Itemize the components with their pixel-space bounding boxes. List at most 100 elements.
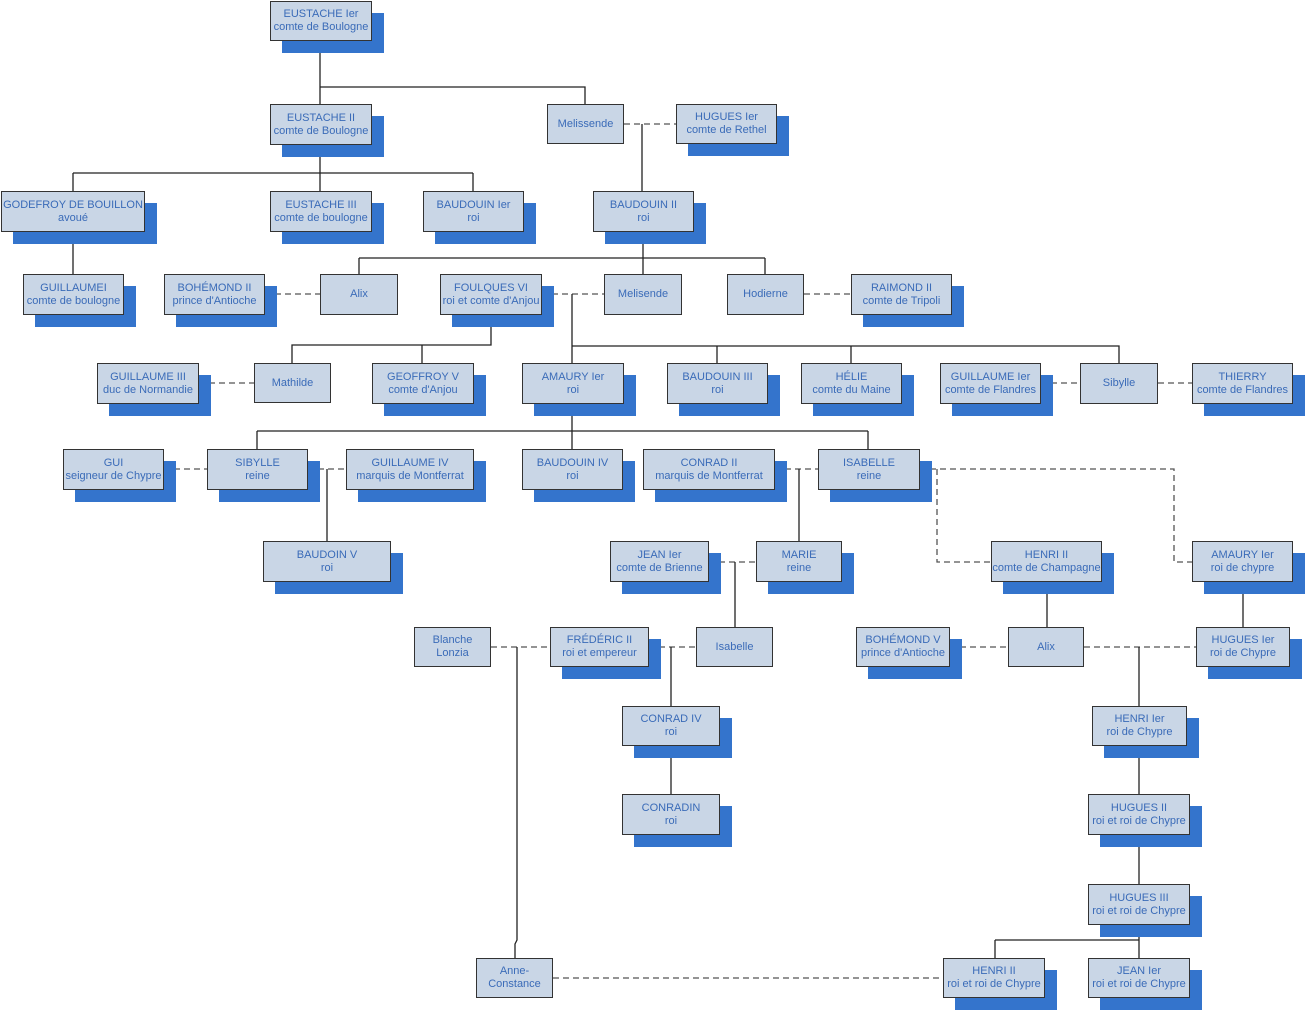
person-name: Alix	[1037, 640, 1055, 653]
person-title: roi	[711, 383, 724, 396]
descent-line	[572, 345, 1120, 363]
person-name: SIBYLLE	[235, 456, 280, 469]
person-title: Lonzia	[436, 647, 469, 659]
person-title: roi	[467, 211, 480, 224]
person-title: comte d'Anjou	[388, 383, 458, 396]
person-title: comte du Maine	[812, 383, 891, 396]
person-name: JEAN Ier	[1116, 965, 1161, 977]
person-name: EUSTACHE III	[285, 198, 357, 211]
person-name: Isabelle	[715, 640, 754, 653]
person-name: BAUDOUIN II	[609, 198, 678, 211]
person-name: GUILLAUME Ier	[950, 370, 1031, 383]
person-name: BAUDOUIN Ier	[436, 198, 511, 211]
person-title: comte de Flandres	[944, 383, 1037, 396]
person-title: comte de Tripoli	[862, 294, 941, 307]
person-name: CONRAD II	[680, 456, 738, 469]
person-title: roi	[320, 561, 334, 574]
person-name: HENRI II	[1024, 548, 1069, 561]
person-box[interactable]: Alix	[1008, 627, 1084, 667]
person-name: Blanche	[432, 634, 473, 646]
person-name: ISABELLE	[843, 456, 895, 469]
person-name: FOULQUES VI	[454, 281, 528, 294]
person-title: duc de Normandie	[103, 383, 193, 396]
person-title: roi et comte d'Anjou	[442, 294, 540, 307]
person-name: GUILLAUME III	[110, 370, 186, 383]
person-name: BAUDOIN V	[296, 548, 358, 561]
person-title: reine	[856, 469, 882, 482]
person-title: roi et roi de Chypre	[1092, 978, 1186, 990]
person-title: prince d'Antioche	[172, 294, 257, 307]
person-title: prince d'Antioche	[860, 647, 946, 659]
marriage-line	[936, 469, 991, 563]
person-name: GUILLAUME IV	[371, 456, 449, 469]
person-box[interactable]: Hodierne	[727, 274, 804, 315]
person-box[interactable]: Alix	[320, 274, 398, 315]
person-name: Alix	[350, 288, 368, 300]
person-box[interactable]: Mathilde	[254, 363, 331, 403]
person-title: marquis de Montferrat	[356, 469, 464, 482]
person-title: roi de chypre	[1210, 561, 1275, 574]
person-title: roi	[566, 383, 580, 396]
person-box[interactable]: Melisende	[604, 274, 682, 315]
person-box[interactable]: Anne-Constance	[476, 958, 553, 998]
person-title: comte de Rethel	[686, 124, 767, 136]
person-name: Sibylle	[1102, 377, 1136, 389]
person-title: roi et roi de Chypre	[1092, 814, 1186, 827]
person-name: GODEFROY DE BOUILLON	[3, 198, 143, 211]
person-name: BAUDOUIN III	[682, 370, 753, 383]
person-name: EUSTACHE Ier	[283, 8, 359, 20]
person-name: GUILLAUMEI	[40, 281, 107, 294]
person-box[interactable]: Sibylle	[1080, 363, 1158, 404]
person-title: roi	[664, 726, 678, 738]
person-name: HÉLIE	[835, 370, 868, 383]
person-name: GUI	[103, 456, 124, 469]
person-name: THIERRY	[1218, 370, 1267, 383]
descent-line	[291, 315, 492, 363]
person-name: HENRI II	[972, 965, 1016, 977]
person-box[interactable]: Isabelle	[696, 627, 773, 667]
person-title: avoué	[58, 211, 88, 224]
person-name: HUGUES Ier	[695, 111, 758, 123]
person-box[interactable]: Melissende	[547, 104, 624, 144]
